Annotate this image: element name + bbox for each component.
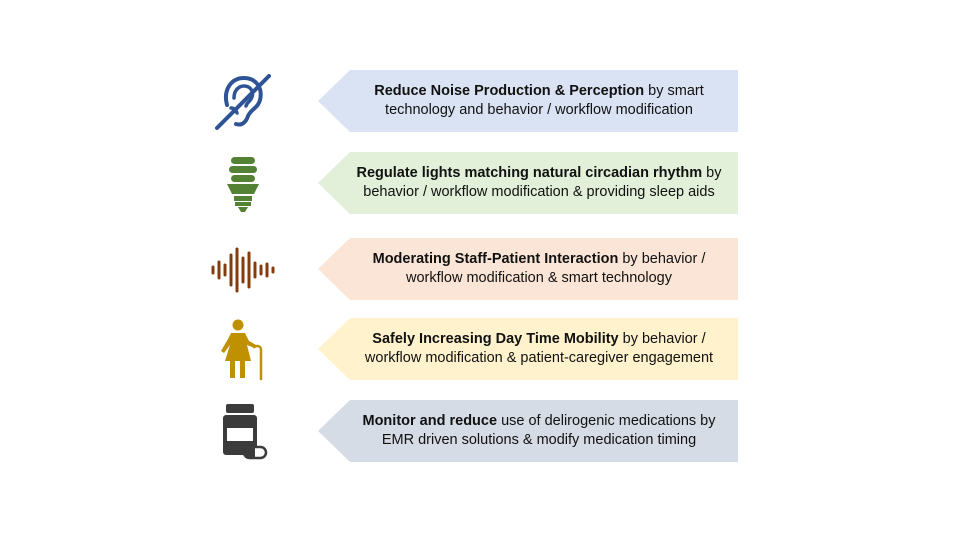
strategy-title: Regulate lights matching natural circadi…: [356, 165, 703, 181]
strategy-banner: Reduce Noise Production & Perception by …: [318, 70, 738, 132]
strategy-title: Reduce Noise Production & Perception: [374, 83, 645, 99]
row-noise: Reduce Noise Production & Perception by …: [200, 70, 740, 134]
strategy-text: Safely Increasing Day Time Mobility by b…: [352, 330, 726, 368]
strategy-detail: by behavior / workflow modification & pr…: [363, 165, 722, 200]
strategy-detail: by smart technology and behavior / workf…: [385, 83, 704, 118]
strategy-detail: use of delirogenic medications by EMR dr…: [381, 413, 716, 448]
row-interaction: Moderating Staff-Patient Interaction by …: [200, 238, 740, 302]
light-bulb-icon: [200, 152, 286, 216]
strategy-text: Regulate lights matching natural circadi…: [352, 164, 726, 202]
row-mobility: Safely Increasing Day Time Mobility by b…: [200, 318, 740, 382]
strategy-detail: by behavior / workflow modification & sm…: [406, 251, 706, 286]
strategy-text: Moderating Staff-Patient Interaction by …: [352, 250, 726, 288]
sound-wave-icon: [200, 238, 286, 302]
strategy-banner: Moderating Staff-Patient Interaction by …: [318, 238, 738, 300]
row-lights: Regulate lights matching natural circadi…: [200, 152, 740, 216]
strategy-banner: Regulate lights matching natural circadi…: [318, 152, 738, 214]
strategy-banner: Monitor and reduce use of delirogenic me…: [318, 400, 738, 462]
strategy-banner: Safely Increasing Day Time Mobility by b…: [318, 318, 738, 380]
row-medications: Monitor and reduce use of delirogenic me…: [200, 400, 740, 464]
strategy-title: Moderating Staff-Patient Interaction: [372, 251, 619, 267]
strategy-text: Monitor and reduce use of delirogenic me…: [352, 412, 726, 450]
strategy-text: Reduce Noise Production & Perception by …: [352, 82, 726, 120]
strategy-title: Monitor and reduce: [362, 413, 498, 429]
elderly-person-icon: [200, 318, 286, 382]
strategy-detail: by behavior / workflow modification & pa…: [364, 331, 714, 366]
medication-icon: [200, 400, 286, 464]
strategy-title: Safely Increasing Day Time Mobility: [372, 331, 619, 347]
no-hearing-icon: [200, 70, 286, 134]
